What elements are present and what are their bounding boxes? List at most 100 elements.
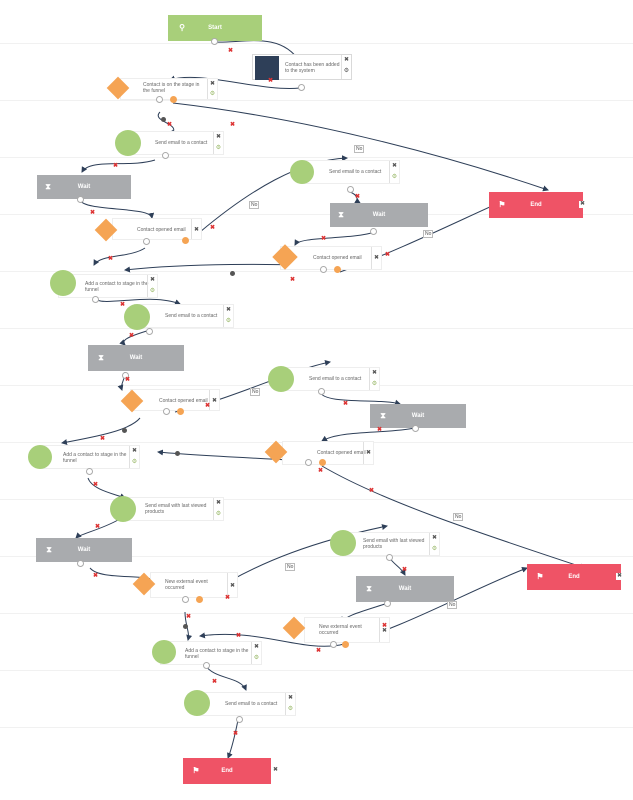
email-last-viewed-node[interactable]: Send email with last viewed products ✖ ⚙ <box>124 497 224 521</box>
no-port[interactable] <box>170 96 177 103</box>
wait-node[interactable]: ⧗ Wait <box>330 203 428 227</box>
remove-link-icon[interactable]: ✖ <box>355 194 361 200</box>
node-port[interactable] <box>162 152 169 159</box>
remove-link-icon[interactable]: ✖ <box>93 573 99 579</box>
remove-link-icon[interactable]: ✖ <box>205 403 211 409</box>
remove-link-icon[interactable]: ✖ <box>268 78 274 84</box>
remove-link-icon[interactable]: ✖ <box>108 256 114 262</box>
gear-icon[interactable]: ⚙ <box>343 68 350 74</box>
remove-link-icon[interactable]: ✖ <box>318 468 324 474</box>
remove-link-icon[interactable]: ✖ <box>186 614 192 620</box>
gear-icon[interactable]: ⚙ <box>215 145 222 151</box>
wait-node[interactable]: ⧗ Wait <box>370 404 466 428</box>
wait-node[interactable]: ⧗ Wait <box>356 576 454 602</box>
remove-link-icon[interactable]: ✖ <box>100 436 106 442</box>
node-port[interactable] <box>386 554 393 561</box>
no-port[interactable] <box>196 596 203 603</box>
remove-link-icon[interactable]: ✖ <box>125 377 131 383</box>
remove-link-icon[interactable]: ✖ <box>93 482 99 488</box>
node-port[interactable] <box>86 468 93 475</box>
node-port[interactable] <box>236 716 243 723</box>
yes-port[interactable] <box>182 596 189 603</box>
remove-link-icon[interactable]: ✖ <box>290 277 296 283</box>
node-port[interactable] <box>412 425 419 432</box>
send-email-node[interactable]: Send email to a contact ✖ ⚙ <box>196 692 296 716</box>
node-port[interactable] <box>122 372 129 379</box>
close-icon[interactable]: ✖ <box>272 767 279 774</box>
opened-email-node[interactable]: Contact opened email ✖ <box>130 389 220 411</box>
yes-port[interactable] <box>143 238 150 245</box>
start-port[interactable] <box>211 38 218 45</box>
gear-icon[interactable]: ⚙ <box>287 706 294 712</box>
close-icon[interactable]: ✖ <box>229 583 236 589</box>
gear-icon[interactable]: ⚙ <box>225 318 232 324</box>
remove-link-icon[interactable]: ✖ <box>343 401 349 407</box>
opened-email-node[interactable]: Contact opened email ✖ <box>112 218 202 240</box>
contact-added-node[interactable]: Contact has been added to the system ✖ ⚙ <box>252 54 352 80</box>
close-icon[interactable]: ✖ <box>215 500 222 506</box>
node-port[interactable] <box>318 388 325 395</box>
node-port[interactable] <box>203 662 210 669</box>
gear-icon[interactable]: ⚙ <box>215 511 222 517</box>
node-port[interactable] <box>298 84 305 91</box>
send-email-node[interactable]: Send email to a contact ✖ ⚙ <box>130 131 224 155</box>
node-port[interactable] <box>77 560 84 567</box>
node-port[interactable] <box>92 296 99 303</box>
node-port[interactable] <box>77 196 84 203</box>
gear-icon[interactable]: ⚙ <box>253 655 260 661</box>
close-icon[interactable]: ✖ <box>391 163 398 169</box>
remove-link-icon[interactable]: ✖ <box>233 731 239 737</box>
close-icon[interactable]: ✖ <box>431 535 438 541</box>
close-icon[interactable]: ✖ <box>579 201 586 208</box>
external-event-node[interactable]: New external event occurred ✖ <box>304 617 390 643</box>
remove-link-icon[interactable]: ✖ <box>236 633 242 639</box>
send-email-node[interactable]: Send email to a contact ✖ ⚙ <box>300 160 400 184</box>
contact-on-stage-node[interactable]: Contact is on the stage in the funnel ✖ … <box>120 78 218 100</box>
remove-link-icon[interactable]: ✖ <box>316 648 322 654</box>
wait-node[interactable]: ⧗ Wait <box>88 345 184 371</box>
remove-link-icon[interactable]: ✖ <box>321 236 327 242</box>
remove-link-icon[interactable]: ✖ <box>113 163 119 169</box>
yes-port[interactable] <box>330 641 337 648</box>
remove-link-icon[interactable]: ✖ <box>377 427 383 433</box>
no-port[interactable] <box>342 641 349 648</box>
close-icon[interactable]: ✖ <box>371 370 378 376</box>
gear-icon[interactable]: ⚙ <box>131 459 138 465</box>
remove-link-icon[interactable]: ✖ <box>95 524 101 530</box>
close-icon[interactable]: ✖ <box>381 628 388 634</box>
close-icon[interactable]: ✖ <box>616 573 623 580</box>
gear-icon[interactable]: ⚙ <box>431 546 438 552</box>
gear-icon[interactable]: ⚙ <box>391 174 398 180</box>
close-icon[interactable]: ✖ <box>365 450 372 456</box>
no-port[interactable] <box>182 237 189 244</box>
end-node[interactable]: ⚑ End <box>489 192 583 218</box>
close-icon[interactable]: ✖ <box>343 57 350 63</box>
close-icon[interactable]: ✖ <box>211 398 218 404</box>
remove-link-icon[interactable]: ✖ <box>212 679 218 685</box>
end-node[interactable]: ⚑ End <box>527 564 621 590</box>
remove-link-icon[interactable]: ✖ <box>382 623 388 629</box>
node-port[interactable] <box>146 328 153 335</box>
yes-port[interactable] <box>320 266 327 273</box>
send-email-node[interactable]: Send email to a contact ✖ ⚙ <box>134 304 234 328</box>
remove-link-icon[interactable]: ✖ <box>385 252 391 258</box>
gear-icon[interactable]: ⚙ <box>209 91 216 97</box>
no-port[interactable] <box>177 408 184 415</box>
remove-link-icon[interactable]: ✖ <box>120 302 126 308</box>
close-icon[interactable]: ✖ <box>193 227 200 233</box>
close-icon[interactable]: ✖ <box>215 134 222 140</box>
remove-link-icon[interactable]: ✖ <box>402 567 408 573</box>
start-node[interactable]: ⚲ Start <box>168 15 262 41</box>
node-port[interactable] <box>347 186 354 193</box>
add-to-stage-node[interactable]: Add a contact to stage in the funnel ✖ ⚙ <box>40 445 140 469</box>
opened-email-node[interactable]: Contact opened email ✖ <box>280 246 382 270</box>
yes-port[interactable] <box>156 96 163 103</box>
remove-link-icon[interactable]: ✖ <box>90 210 96 216</box>
no-port[interactable] <box>319 459 326 466</box>
node-port[interactable] <box>370 228 377 235</box>
yes-port[interactable] <box>305 459 312 466</box>
close-icon[interactable]: ✖ <box>209 81 216 87</box>
external-event-node[interactable]: New external event occurred ✖ <box>150 572 238 598</box>
send-email-node[interactable]: Send email to a contact ✖ ⚙ <box>280 367 380 391</box>
gear-icon[interactable]: ⚙ <box>149 288 156 294</box>
